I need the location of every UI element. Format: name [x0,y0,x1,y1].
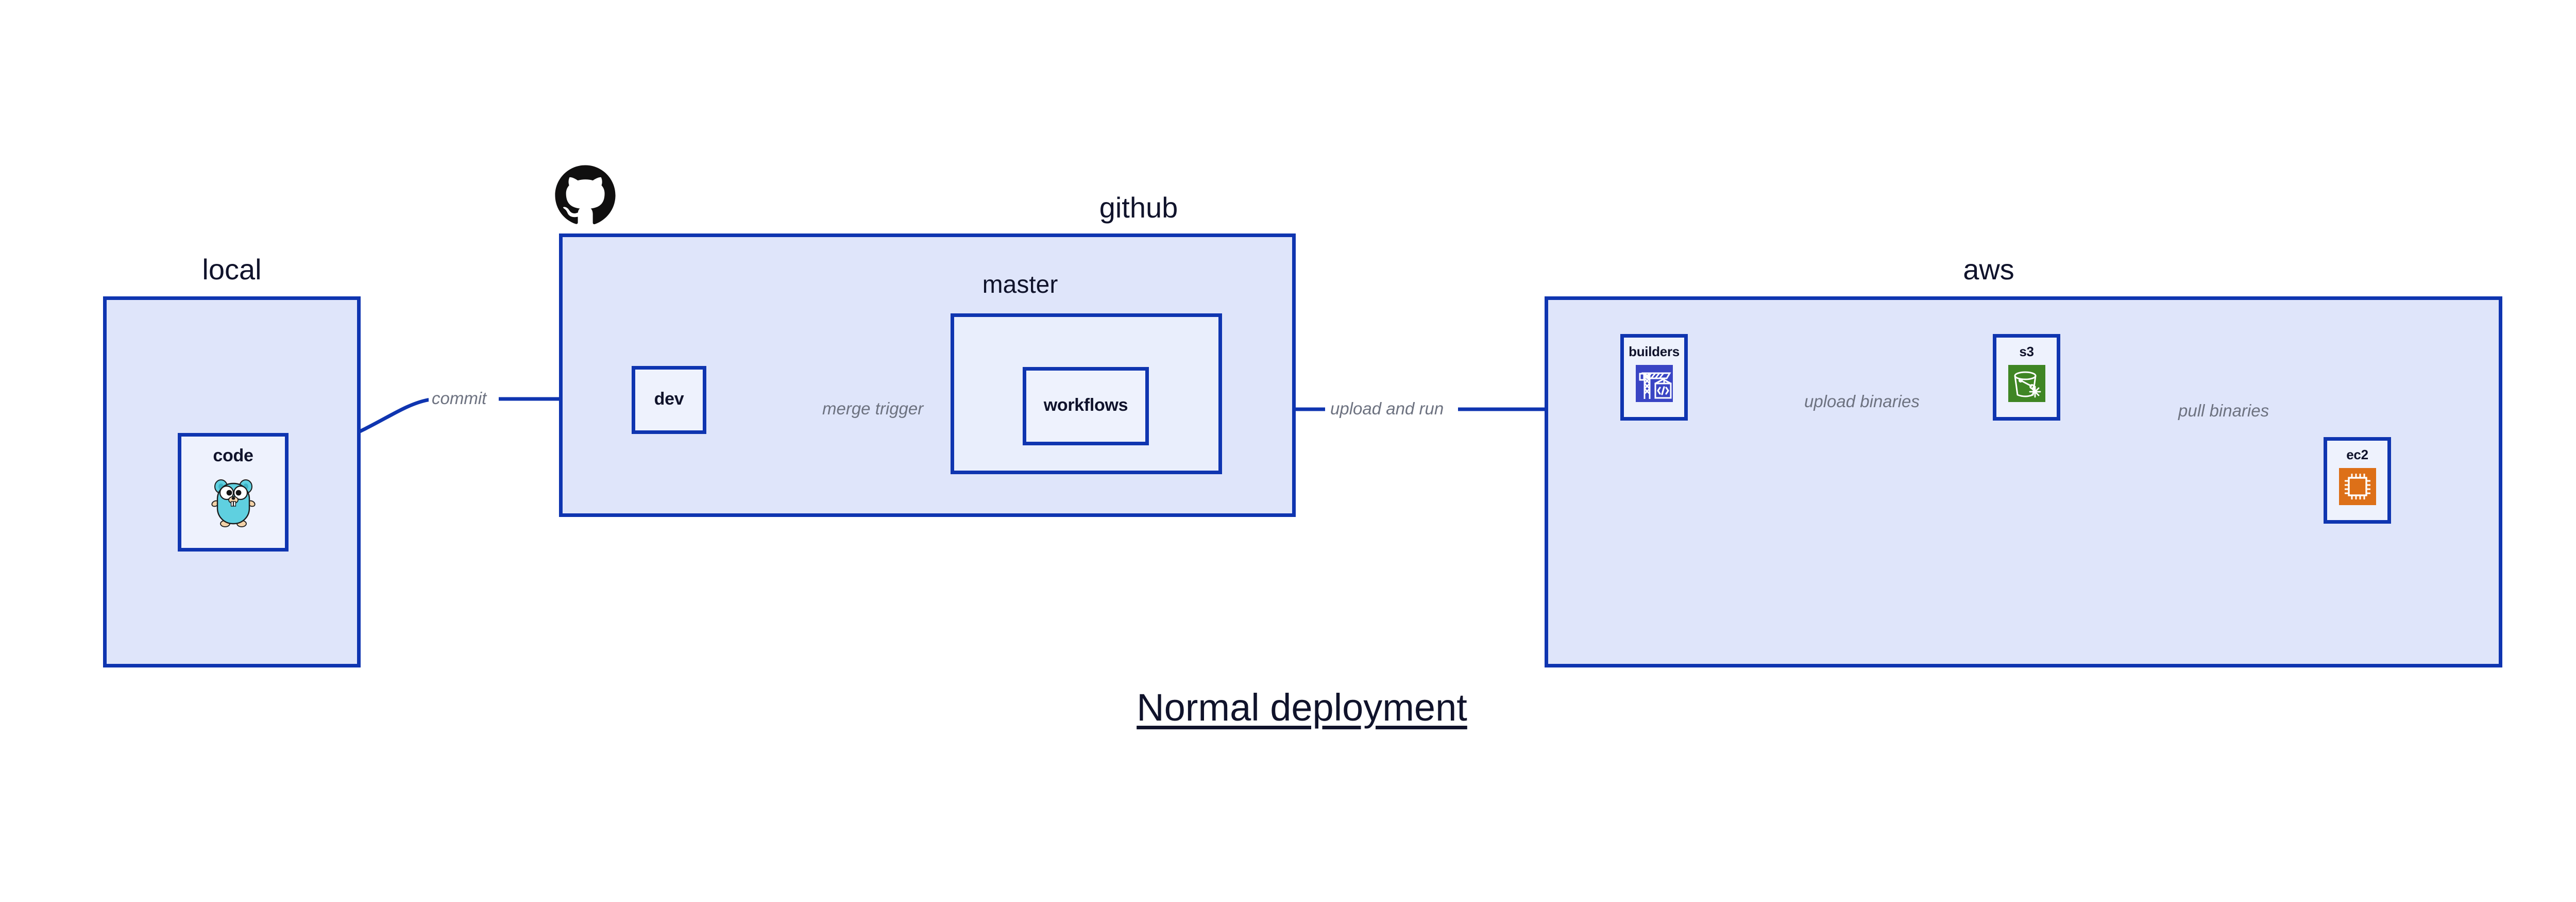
group-label-github: github [1099,191,1178,224]
node-builders-label: builders [1629,344,1680,359]
aws-s3-bucket-icon [2008,365,2045,405]
diagram-title: Normal deployment [1137,686,1467,729]
group-label-aws: aws [1963,253,2014,286]
node-dev-label: dev [654,389,684,409]
github-octocat-icon [554,164,617,227]
edge-label-pull-binaries: pull binaries [2175,401,2273,421]
node-workflows-label: workflows [1043,395,1128,415]
aws-ec2-chip-icon [2338,468,2376,508]
edge-label-upload-and-run: upload and run [1327,399,1447,419]
sub-label-master: master [982,271,1058,298]
edge-label-upload-binaries: upload binaries [1801,392,1923,411]
node-code-label: code [213,446,253,465]
aws-builders-icon [1635,365,1673,405]
edge-label-commit: commit [429,389,490,408]
node-s3-label: s3 [2019,344,2034,359]
node-ec2[interactable]: ec2 [2324,437,2391,524]
node-builders[interactable]: builders [1620,334,1688,421]
edge-label-merge-trigger: merge trigger [819,399,927,419]
group-label-local: local [202,253,262,286]
node-workflows[interactable]: workflows [1023,367,1149,445]
node-ec2-label: ec2 [2346,447,2368,462]
go-gopher-icon [207,474,260,530]
node-s3[interactable]: s3 [1993,334,2060,421]
node-dev[interactable]: dev [632,366,706,434]
node-code[interactable]: code [178,433,289,552]
